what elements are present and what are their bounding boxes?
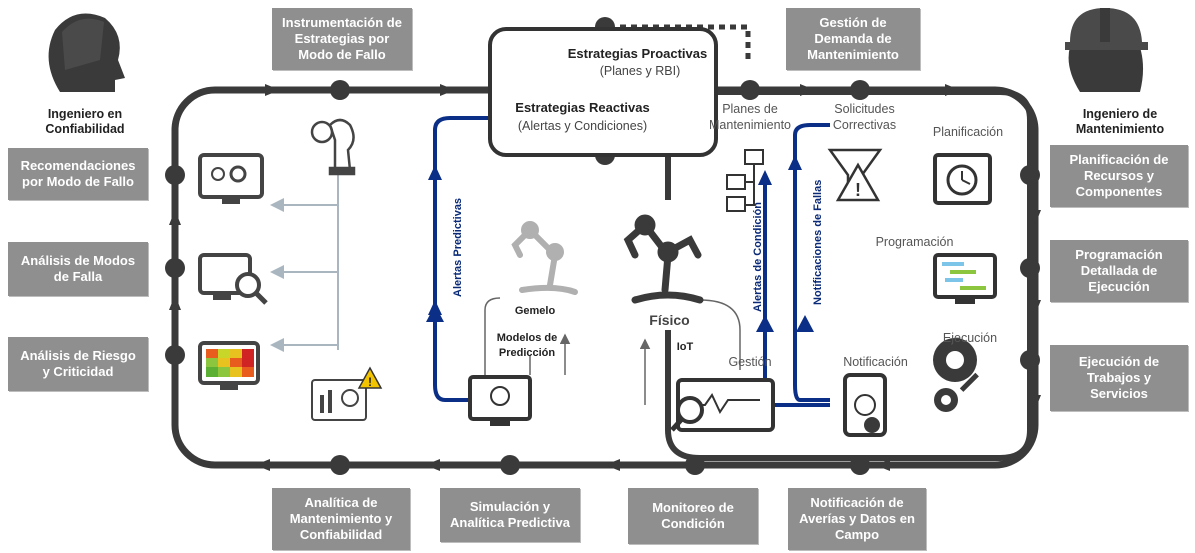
planning-calendar-icon [933, 153, 992, 205]
monitor-ideas-icon [198, 153, 264, 204]
reliability-engineer-head-icon [48, 13, 125, 93]
warning-triangles-blue [426, 305, 814, 332]
monitor-search-icon [198, 253, 268, 305]
programming-label: Programación [875, 235, 954, 249]
planning-label: Planificación [932, 125, 1004, 139]
corrective-requests-label: Solicitudes Correctivas [832, 102, 897, 132]
physical-label: Físico [649, 312, 690, 328]
failure-notifications-label: Notificaciones de Fallas [812, 179, 824, 305]
demand-management-box: Gestión de Demanda de Mantenimiento [786, 8, 920, 70]
loop-arrows [169, 84, 1041, 471]
field-notification-box: Notificación de Averías y Datos en Campo [788, 488, 926, 550]
resource-planning-box: Planificación de Recursos y Componentes [1050, 145, 1188, 207]
iot-monitor-icon [670, 378, 775, 432]
detailed-programming-box: Programación Detallada de Ejecución [1050, 240, 1188, 302]
iot-label: IoT [676, 341, 694, 353]
physical-robot-icon [623, 214, 704, 304]
thin-flows [484, 297, 741, 405]
execution-gears-icon [933, 338, 979, 412]
svg-text:!: ! [368, 375, 372, 389]
reactive-strategy-title: Estrategias Reactivas [515, 100, 650, 115]
recommendations-box: Recomendaciones por Modo de Fallo [8, 148, 148, 200]
maintenance-engineer-helmet-icon [1065, 8, 1148, 92]
blue-flows [433, 116, 830, 425]
strategy-panel [488, 27, 718, 157]
monitoring-box: Monitoreo de Condición [628, 488, 758, 544]
work-execution-box: Ejecución de Trabajos y Servicios [1050, 345, 1188, 411]
notification-phone-icon [843, 373, 887, 437]
maintenance-plans-label: Planes de Mantenimiento [709, 102, 791, 132]
programming-screen-icon [933, 253, 997, 304]
predictive-alerts-label: Alertas Predictivas [452, 197, 464, 297]
prediction-monitor-icon [468, 375, 532, 426]
monitor-heatmap-icon [198, 341, 260, 390]
management-label: Gestión [728, 355, 772, 369]
prediction-models-label: Modelos de Predicción [496, 332, 558, 359]
execution-label: Ejecución [942, 331, 998, 345]
reactive-strategy-subtitle: (Alertas y Condiciones) [517, 119, 648, 133]
notification-label: Notificación [843, 355, 908, 369]
analytics-box: Analítica de Mantenimiento y Confiabilid… [272, 488, 410, 550]
twin-label: Gemelo [514, 305, 556, 317]
maintenance-engineer-label: Ingeniero de Mantenimiento [1075, 107, 1165, 136]
failure-modes-box: Análisis de Modos de Falla [8, 242, 148, 296]
condition-alerts-label: Alertas de Condición [752, 201, 764, 312]
digital-twin-robot-icon [511, 221, 578, 295]
blue-arrow-heads [428, 155, 802, 418]
reliability-engineer-label: Ingeniero en Confiabilidad [45, 107, 125, 136]
simulation-box: Simulación y Analítica Predictiva [440, 488, 580, 542]
left-gray-tree [270, 175, 339, 352]
connector-dots [165, 17, 1040, 475]
proactive-strategy-title: Estrategias Proactivas [567, 46, 708, 61]
instrumentation-box: Instrumentación de Estrategias por Modo … [272, 8, 412, 70]
svg-text:!: ! [855, 180, 861, 200]
org-chart-icon [726, 149, 764, 212]
risk-analysis-box: Análisis de Riesgo y Criticidad [8, 337, 148, 391]
gear-chess-knight-icon [310, 118, 356, 176]
funnel-warning-icon: ! [827, 148, 883, 202]
report-warning-icon: ! [311, 366, 383, 421]
proactive-strategy-subtitle: (Planes y RBI) [599, 64, 681, 78]
